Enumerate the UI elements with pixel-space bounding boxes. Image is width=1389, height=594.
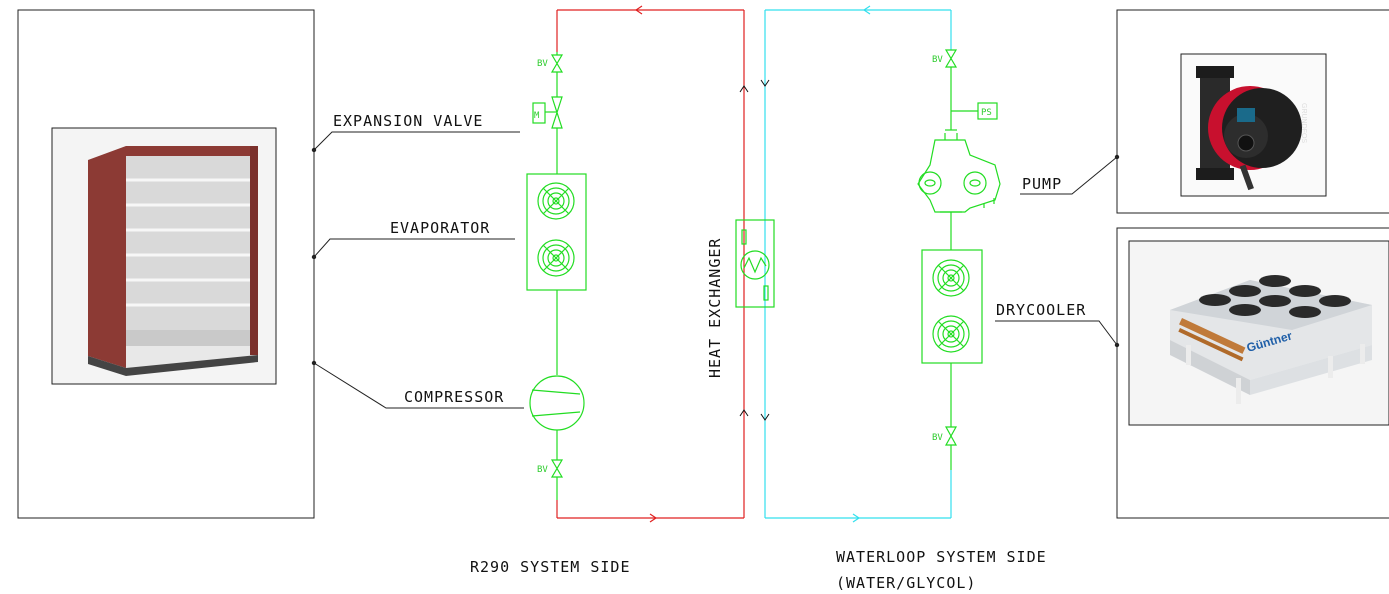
cabinet-panel bbox=[17, 9, 315, 519]
label-evaporator: EVAPORATOR bbox=[390, 219, 490, 237]
r290-loop bbox=[556, 5, 749, 523]
drycooler-image: Güntner bbox=[1128, 240, 1389, 426]
heat-exchanger-icon bbox=[735, 219, 775, 308]
compressor-icon bbox=[529, 375, 585, 431]
bv-tag-water-bottom: BV bbox=[932, 433, 943, 443]
label-expansion-valve: EXPANSION VALVE bbox=[333, 112, 483, 130]
fan-icon bbox=[537, 239, 575, 277]
caption-waterloop-medium: (WATER/GLYCOL) bbox=[836, 574, 976, 592]
water-components: BV PS BV bbox=[917, 49, 1001, 470]
fan-icon bbox=[932, 315, 970, 353]
label-compressor: COMPRESSOR bbox=[404, 388, 504, 406]
motor-tag: M bbox=[534, 111, 540, 121]
ball-valve-icon bbox=[550, 54, 564, 73]
caption-waterloop-side: WATERLOOP SYSTEM SIDE bbox=[836, 548, 1047, 566]
bv-tag-water-top: BV bbox=[932, 55, 943, 65]
ball-valve-icon bbox=[550, 459, 564, 478]
fan-icon bbox=[537, 182, 575, 220]
evaporator-unit bbox=[526, 173, 587, 291]
label-drycooler: DRYCOOLER bbox=[996, 301, 1086, 319]
bv-tag-r290-top: BV bbox=[537, 59, 548, 69]
ball-valve-icon bbox=[944, 49, 958, 68]
display-cabinet-image bbox=[51, 127, 277, 385]
pump-brand: GRUNDFOS bbox=[1300, 103, 1307, 143]
ball-valve-icon bbox=[944, 426, 958, 446]
label-heat-exchanger: HEAT EXCHANGER bbox=[706, 238, 724, 378]
drycooler-unit bbox=[921, 249, 983, 364]
label-pump: PUMP bbox=[1022, 175, 1062, 193]
r290-components: BV M BV bbox=[526, 52, 587, 500]
bv-tag-r290-bottom: BV bbox=[537, 465, 548, 475]
pump-symbol bbox=[917, 133, 1001, 213]
fan-icon bbox=[932, 259, 970, 297]
caption-r290-side: R290 SYSTEM SIDE bbox=[470, 558, 631, 576]
ps-tag: PS bbox=[981, 108, 992, 118]
circulation-pump-image: GRUNDFOS bbox=[1180, 53, 1327, 197]
pump-panel bbox=[1116, 9, 1389, 214]
drycooler-panel bbox=[1116, 227, 1389, 519]
